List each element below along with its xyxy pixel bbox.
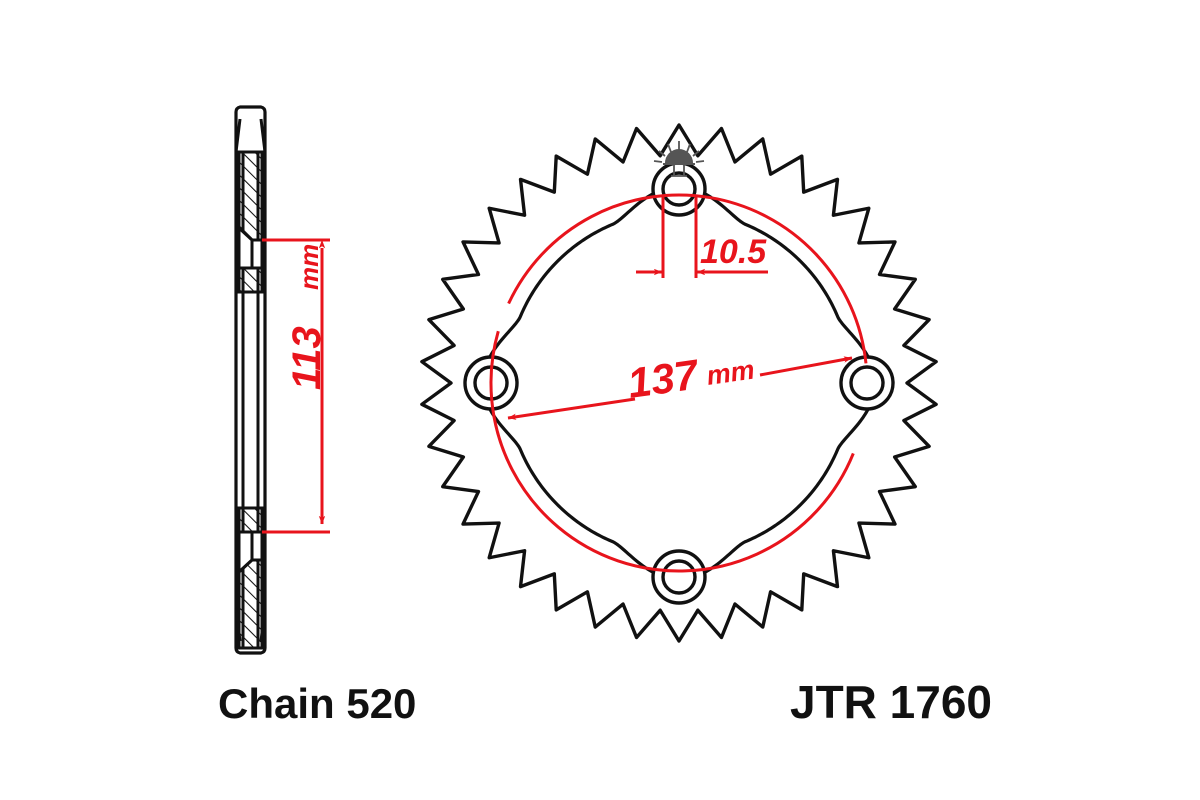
sunburst-dome (665, 149, 693, 163)
bolt-hole-inner-top (661, 171, 697, 207)
part-number-label: JTR 1760 (790, 676, 992, 728)
dim105-value-label: 10.5 (700, 233, 767, 271)
dim113-unit-label: mm (294, 244, 324, 290)
section-hatch-top-upper (237, 150, 264, 242)
dim137-unit-label: mm (705, 355, 757, 391)
dim137-value-label: 137 (625, 350, 703, 407)
dim113-value-label: 113 (285, 326, 329, 390)
dimension-113mm: 113 mm (262, 238, 330, 534)
dimension-137mm: 137 mm (489, 193, 868, 573)
section-tooth-top (237, 150, 264, 294)
section-tooth-bottom (237, 506, 264, 650)
bolt-circle-arc-lower (489, 330, 855, 573)
bolt-hole-inner-right (849, 365, 885, 401)
section-outer-profile (234, 105, 267, 655)
sprocket-face-view (420, 123, 938, 643)
jt-sunburst-logo-icon (653, 141, 705, 177)
dim137-leader-left (507, 397, 636, 420)
side-section-view (234, 105, 267, 655)
section-chamfer-bottom (234, 607, 267, 642)
bolt-hole-bottom (651, 549, 707, 605)
sprocket-teeth-ring (420, 123, 938, 643)
bolt-hole-top (651, 161, 707, 217)
bolt-circle-arc-upper (507, 193, 868, 364)
bolt-hole-right (839, 355, 895, 411)
section-hatch-bottom-upper (237, 506, 264, 534)
section-pocket-top (250, 238, 264, 270)
bolt-hole-inner-bottom (661, 559, 697, 595)
section-hatch-bottom-lower (237, 558, 264, 650)
sunburst-stand (671, 164, 687, 177)
section-hatch-top-lower (237, 266, 264, 294)
chain-spec-label: Chain 520 (218, 680, 416, 727)
dimension-10-5: 10.5 (636, 196, 768, 278)
dim137-leader-right (759, 356, 853, 377)
sunburst-rays (653, 141, 705, 163)
section-chamfer-top (234, 118, 267, 153)
